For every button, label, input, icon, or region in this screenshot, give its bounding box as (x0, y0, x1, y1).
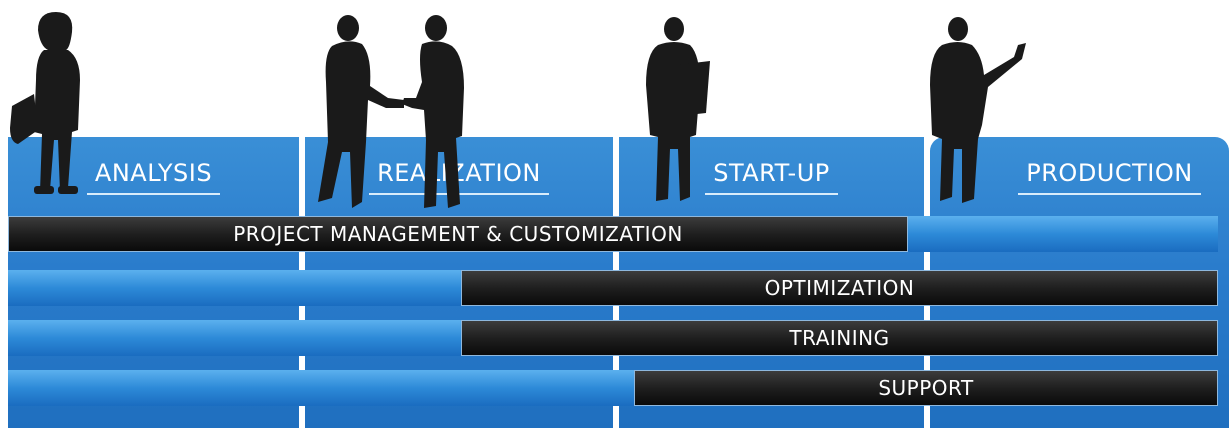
man-with-folder-silhouette-icon (630, 15, 720, 205)
phase-header: START-UP (619, 159, 924, 195)
band-active-span (461, 270, 1218, 306)
band-active-span (8, 216, 908, 252)
handshake-silhouette-icon (312, 12, 492, 212)
presenting-man-silhouette-icon (922, 15, 1042, 205)
band-label-support: SUPPORT (878, 376, 974, 400)
phase-label-realization: REALIZATION (369, 159, 549, 195)
band-label-optimization: OPTIMIZATION (764, 276, 915, 300)
phase-header: PRODUCTION (990, 159, 1229, 195)
phase-label-start-up: START-UP (705, 159, 838, 195)
phase-header: REALIZATION (305, 159, 613, 195)
band-active-span (634, 370, 1218, 406)
activity-band-optimization: OPTIMIZATION (8, 270, 1218, 306)
band-label-training: TRAINING (789, 326, 890, 350)
band-active-span (461, 320, 1218, 356)
activity-band-project-management: PROJECT MANAGEMENT & CUSTOMIZATION (8, 216, 1218, 252)
phase-label-analysis: ANALYSIS (86, 159, 221, 195)
activity-band-training: TRAINING (8, 320, 1218, 356)
phase-header: ANALYSIS (8, 159, 299, 195)
phase-label-production: PRODUCTION (1018, 159, 1201, 195)
activity-band-support: SUPPORT (8, 370, 1218, 406)
woman-with-bag-silhouette-icon (8, 10, 88, 195)
band-label-project-management: PROJECT MANAGEMENT & CUSTOMIZATION (233, 222, 683, 246)
